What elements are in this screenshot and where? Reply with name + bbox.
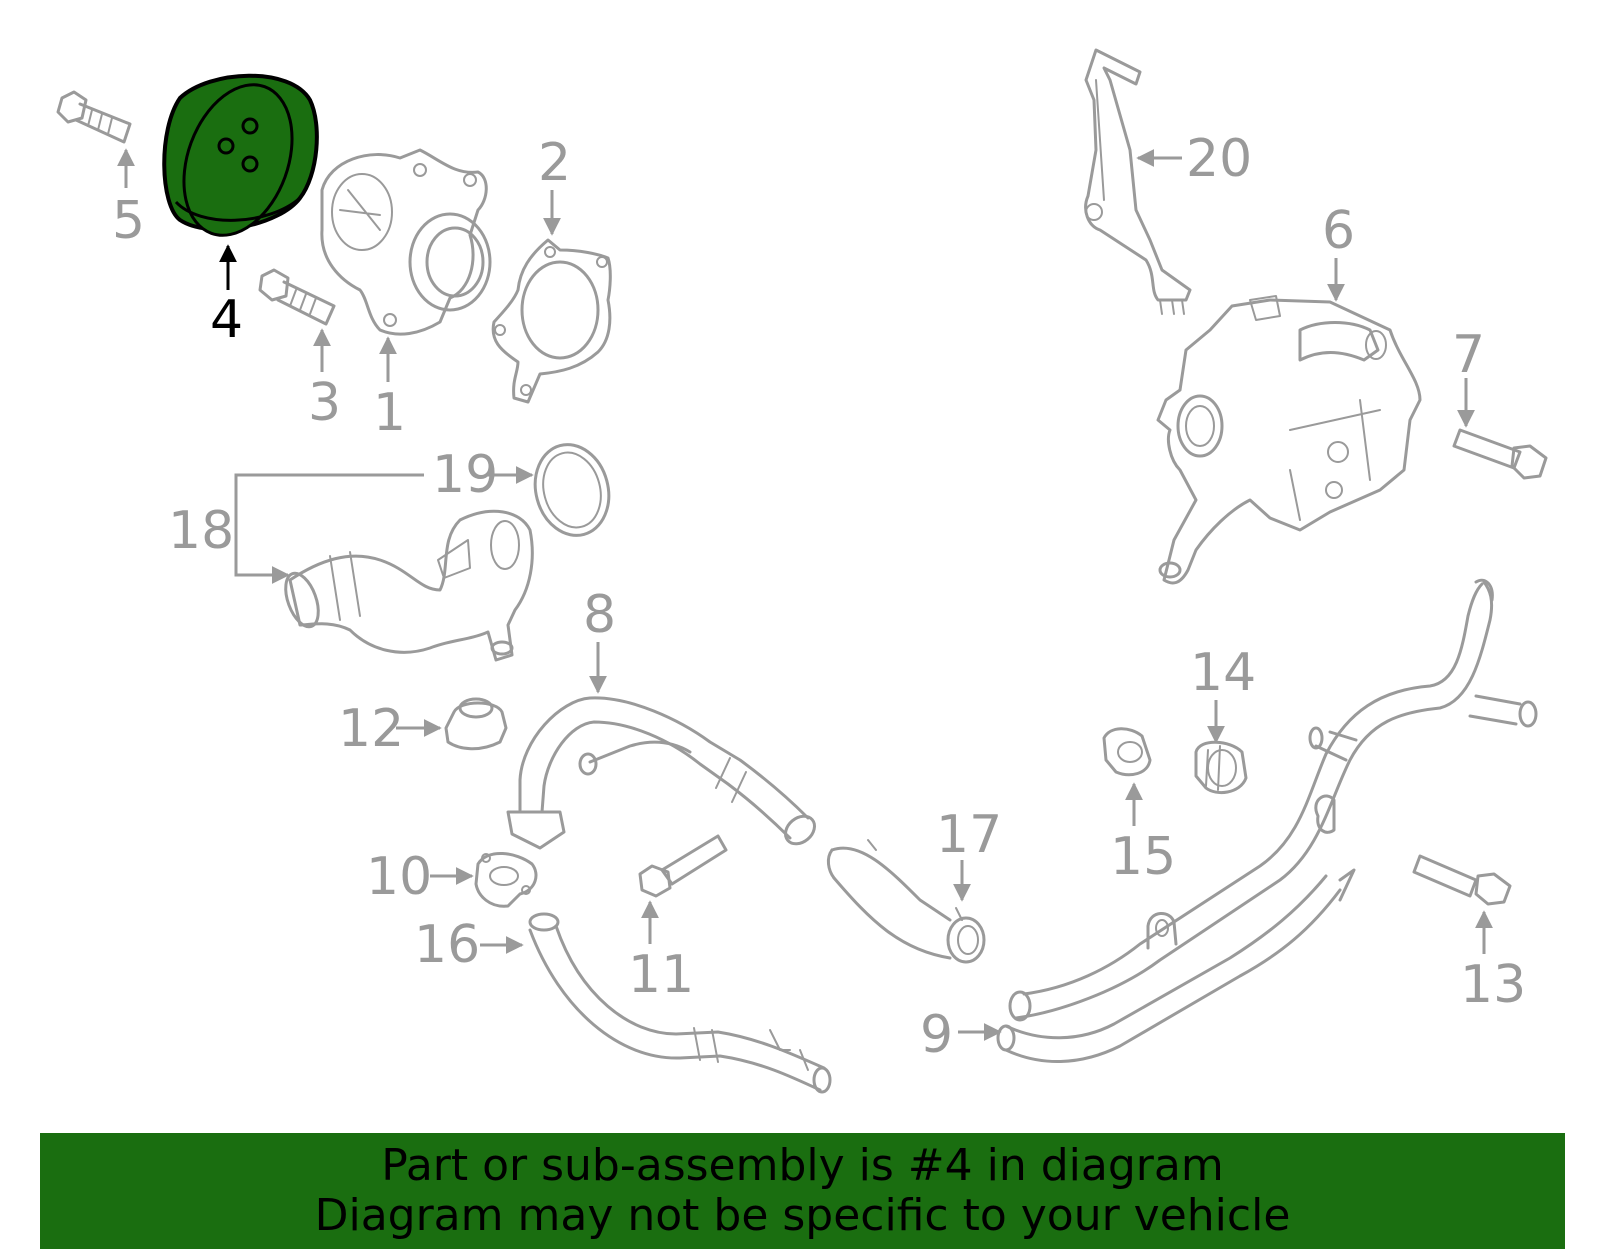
label-14: 14 bbox=[1190, 643, 1256, 703]
label-13: 13 bbox=[1460, 955, 1526, 1015]
part-3-bolt bbox=[258, 268, 336, 326]
label-8: 8 bbox=[583, 585, 616, 645]
banner-line-2: Diagram may not be specific to your vehi… bbox=[314, 1190, 1291, 1241]
part-7-bolt bbox=[1452, 428, 1548, 480]
label-10: 10 bbox=[366, 847, 432, 907]
label-19: 19 bbox=[432, 445, 498, 505]
part-18-thermostat-housing bbox=[284, 509, 534, 662]
part-8-coolant-pipe bbox=[506, 696, 816, 850]
part-11-bolt bbox=[638, 834, 728, 898]
label-12: 12 bbox=[338, 699, 404, 759]
label-4: 4 bbox=[210, 290, 243, 350]
part-13-bolt bbox=[1412, 854, 1512, 906]
part-1-water-pump bbox=[320, 148, 492, 336]
info-banner: Part or sub-assembly is #4 in diagram Di… bbox=[40, 1133, 1565, 1249]
part-10-gasket bbox=[474, 851, 538, 908]
part-17-hose bbox=[826, 839, 986, 964]
label-9: 9 bbox=[920, 1005, 953, 1065]
part-19-o-ring bbox=[533, 443, 611, 537]
part-12-cap bbox=[444, 697, 508, 751]
label-16: 16 bbox=[414, 915, 480, 975]
label-15: 15 bbox=[1110, 827, 1176, 887]
label-11: 11 bbox=[628, 945, 694, 1005]
label-17: 17 bbox=[936, 805, 1002, 865]
label-5: 5 bbox=[112, 191, 145, 251]
label-18: 18 bbox=[168, 501, 234, 561]
label-1: 1 bbox=[373, 383, 406, 443]
part-15-grommet bbox=[1102, 727, 1152, 777]
part-5-bolt bbox=[56, 90, 132, 144]
part-16-hose bbox=[528, 912, 832, 1094]
part-4-pulley bbox=[162, 73, 319, 237]
banner-line-1: Part or sub-assembly is #4 in diagram bbox=[381, 1140, 1224, 1191]
label-7: 7 bbox=[1452, 325, 1485, 385]
part-14-bushing bbox=[1194, 740, 1248, 795]
label-6: 6 bbox=[1322, 201, 1355, 261]
label-3: 3 bbox=[308, 373, 341, 433]
part-9-long-pipe bbox=[996, 578, 1538, 1063]
part-20-bracket bbox=[1084, 48, 1192, 315]
label-20: 20 bbox=[1186, 129, 1252, 189]
label-2: 2 bbox=[538, 133, 571, 193]
part-2-gasket bbox=[491, 238, 612, 404]
part-6-coolant-module bbox=[1156, 295, 1422, 585]
